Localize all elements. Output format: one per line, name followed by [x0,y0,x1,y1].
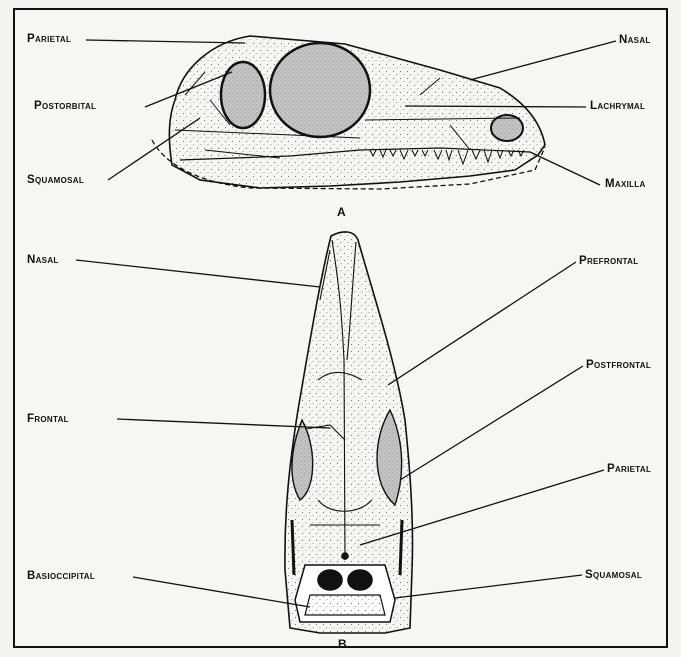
label-frontal: Frontal [27,413,69,425]
orbit-opening [270,43,370,137]
basioccipital-block [305,595,385,615]
label-nasal-a: Nasal [619,34,651,46]
caption-figure-b: B [338,637,347,651]
occipital-condyle-left [318,570,342,590]
label-maxilla: Maxilla [605,178,646,190]
pineal-foramen [342,553,348,559]
label-parietal-a: Parietal [27,33,71,45]
occipital-condyle-right [348,570,372,590]
label-squamosal-b: Squamosal [585,569,642,581]
label-postfrontal: Postfrontal [586,359,651,371]
label-lachrymal: Lachrymal [590,100,645,112]
label-basioccipital: Basioccipital [27,570,95,582]
nostril-opening [491,115,523,141]
skull-side-view [152,36,545,189]
label-parietal-b: Parietal [607,463,651,475]
temporal-opening [221,62,265,128]
caption-figure-a: A [337,205,346,219]
label-postorbital: Postorbital [34,100,96,112]
label-nasal-b: Nasal [27,254,59,266]
label-prefrontal: Prefrontal [579,255,638,267]
label-squamosal-a: Squamosal [27,174,84,186]
skull-top-view [285,232,413,633]
